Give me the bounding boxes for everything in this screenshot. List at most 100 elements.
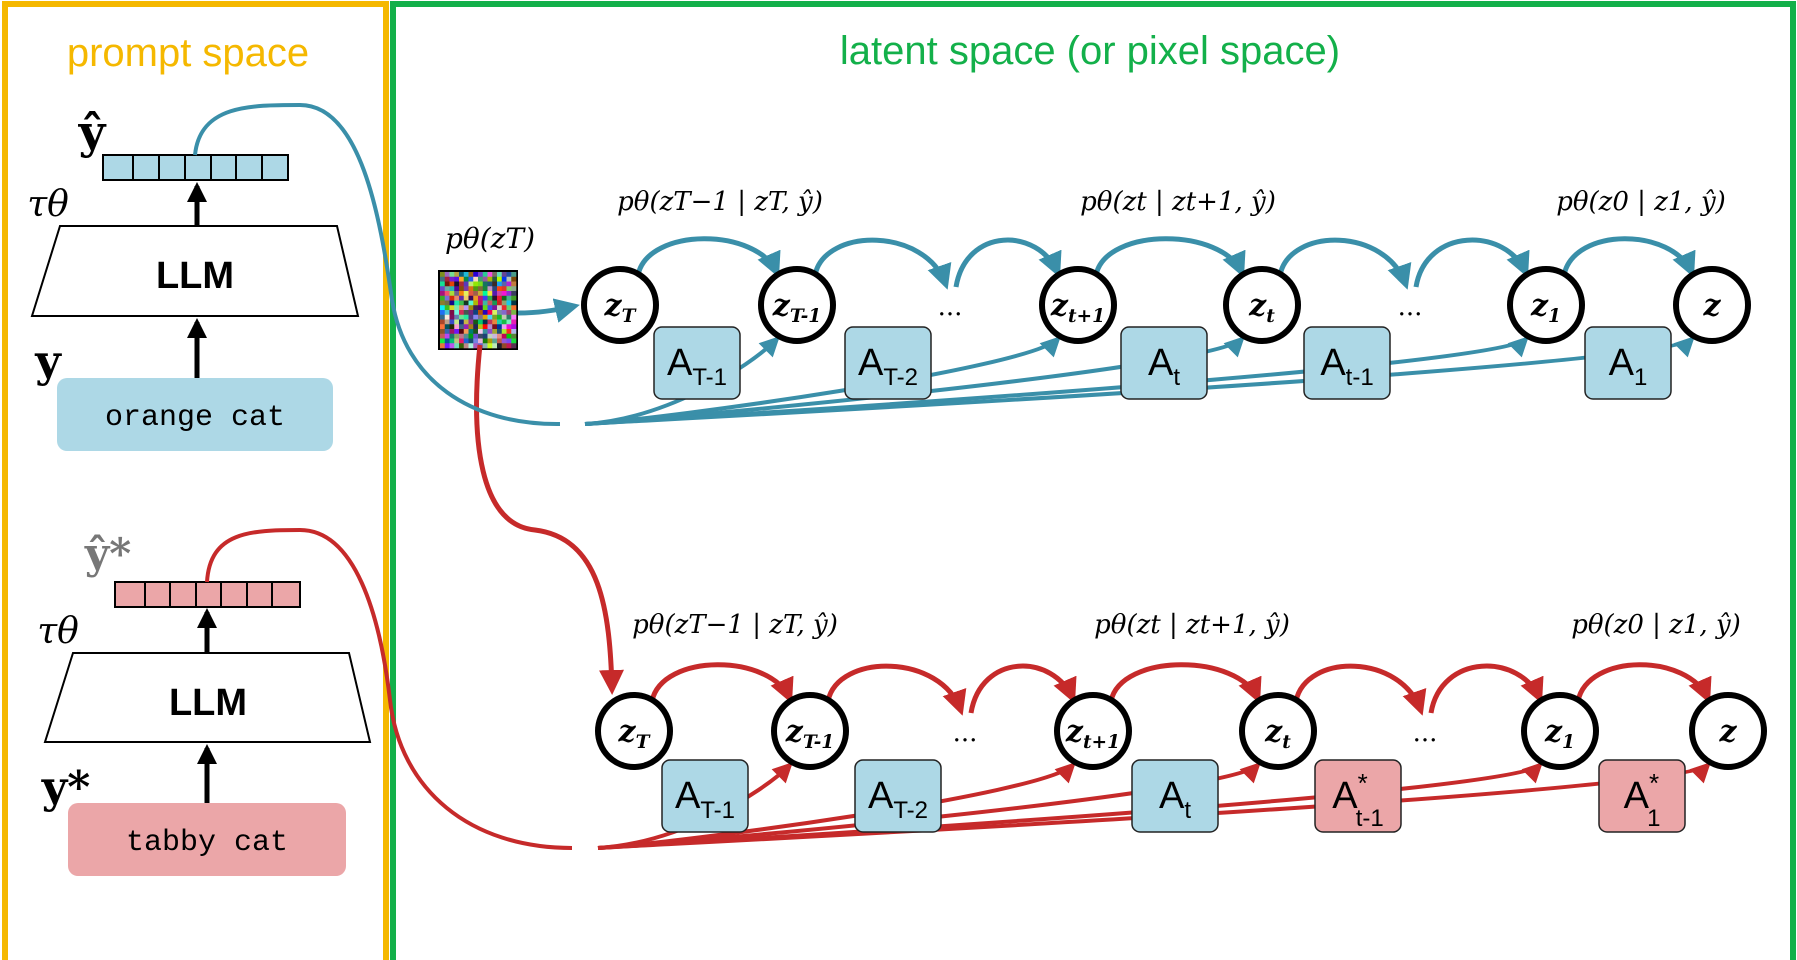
- noise-pixel: [478, 281, 484, 287]
- noise-pixel: [449, 276, 455, 282]
- noise-pixel: [478, 338, 484, 344]
- noise-pixel: [454, 281, 460, 287]
- noise-pixel: [473, 329, 479, 335]
- chain-bottom-edges: [649, 662, 1712, 716]
- noise-pixel: [482, 324, 488, 330]
- transition-formula: pθ(z0 | z1, ŷ): [1556, 187, 1726, 217]
- llm-trapezoid-top: [30, 225, 360, 317]
- noise-pixel: [497, 333, 503, 339]
- noise-pixel: [444, 319, 450, 325]
- noise-pixel: [482, 319, 488, 325]
- transition-arrow: [1293, 663, 1427, 716]
- noise-pixel: [478, 333, 484, 339]
- noise-pixel: [454, 286, 460, 292]
- noise-pixel: [444, 286, 450, 292]
- noise-pixel: [482, 291, 488, 297]
- noise-pixel: [473, 333, 479, 339]
- noise-pixel: [487, 272, 493, 278]
- noise-pixel: [497, 329, 503, 335]
- noise-pixel: [459, 286, 465, 292]
- noise-pixel: [487, 333, 493, 339]
- noise-pixel: [459, 300, 465, 306]
- transition-arrow: [1428, 663, 1544, 714]
- noise-pixel: [454, 324, 460, 330]
- noise-pixel: [482, 314, 488, 320]
- noise-pixel: [511, 272, 517, 278]
- noise-pixel: [482, 333, 488, 339]
- conditioning-curve-top: [193, 102, 561, 427]
- noise-pixel: [444, 333, 450, 339]
- noise-pixel: [454, 338, 460, 344]
- noise-pixel: [444, 300, 450, 306]
- noise-pixel: [492, 319, 498, 325]
- attention-map-label: AT-1: [675, 775, 735, 824]
- noise-pixel: [482, 310, 488, 316]
- noise-pixel: [449, 286, 455, 292]
- noise-pixel: [463, 276, 469, 282]
- transition-arrow: [953, 237, 1062, 288]
- latent-node: [771, 692, 849, 770]
- prompt-text-top: orange cat: [105, 401, 285, 435]
- prompt-space-title: prompt space: [67, 31, 309, 75]
- noise-pixel: [478, 291, 484, 297]
- noise-pixel: [463, 295, 469, 301]
- arrow-noise-to-zT-bottom: [474, 344, 624, 695]
- noise-pixel: [482, 305, 488, 311]
- latent-node: [1239, 692, 1317, 770]
- llm-trapezoid-bottom: [43, 652, 372, 743]
- attention-map-label: At: [1159, 775, 1191, 824]
- noise-prior-label: pθ(zT): [445, 222, 535, 255]
- noise-pixel: [459, 324, 465, 330]
- noise-pixel: [454, 329, 460, 335]
- noise-pixel: [449, 291, 455, 297]
- noise-pixel: [468, 324, 474, 330]
- noise-pixel: [463, 329, 469, 335]
- noise-pixel: [440, 319, 446, 325]
- transition-formula: pθ(zT−1 | zT, ŷ): [617, 187, 823, 217]
- noise-pixel: [501, 310, 507, 316]
- attention-map-box: [661, 759, 749, 833]
- noise-pixel: [492, 295, 498, 301]
- ellipsis: ...: [953, 718, 978, 748]
- noise-pixel: [506, 319, 512, 325]
- noise-pixel: [501, 305, 507, 311]
- node-label: zt+1: [1050, 289, 1105, 328]
- prompt-space-panel: [2, 1, 389, 960]
- noise-pixel: [492, 343, 498, 349]
- embedding-vector-bottom: [114, 581, 301, 608]
- noise-pixel: [468, 291, 474, 297]
- noise-pixel: [497, 314, 503, 320]
- noise-pixel: [459, 314, 465, 320]
- noise-pixel: [482, 272, 488, 278]
- noise-pixel: [463, 286, 469, 292]
- noise-pixel: [459, 295, 465, 301]
- noise-pixel: [501, 338, 507, 344]
- prompt-text-bottom: tabby cat: [126, 826, 288, 860]
- noise-pixel: [487, 314, 493, 320]
- noise-pixel: [473, 343, 479, 349]
- attention-map-label: At-1: [1320, 342, 1373, 391]
- noise-pixel: [473, 319, 479, 325]
- latent-node: [581, 266, 659, 344]
- noise-pixel: [444, 295, 450, 301]
- noise-pixel: [506, 291, 512, 297]
- attention-map-label: A1: [1609, 342, 1648, 391]
- noise-pixel: [444, 338, 450, 344]
- arrow-noise-to-zT-top: [517, 298, 580, 323]
- latent-space-title: latent space (or pixel space): [840, 29, 1340, 73]
- noise-pixel: [473, 272, 479, 278]
- noise-pixel: [463, 319, 469, 325]
- noise-pixel: [444, 343, 450, 349]
- noise-pixel: [449, 324, 455, 330]
- noise-pixel: [440, 338, 446, 344]
- transition-formula: pθ(z0 | z1, ŷ): [1571, 610, 1741, 640]
- noise-pixel: [440, 276, 446, 282]
- transition-arrow: [1575, 662, 1712, 704]
- noise-pixel: [492, 300, 498, 306]
- noise-pixel: [473, 276, 479, 282]
- noise-pixel: [506, 314, 512, 320]
- latent-space-panel: [390, 1, 1796, 960]
- attention-map-label: A*t-1: [1332, 768, 1384, 832]
